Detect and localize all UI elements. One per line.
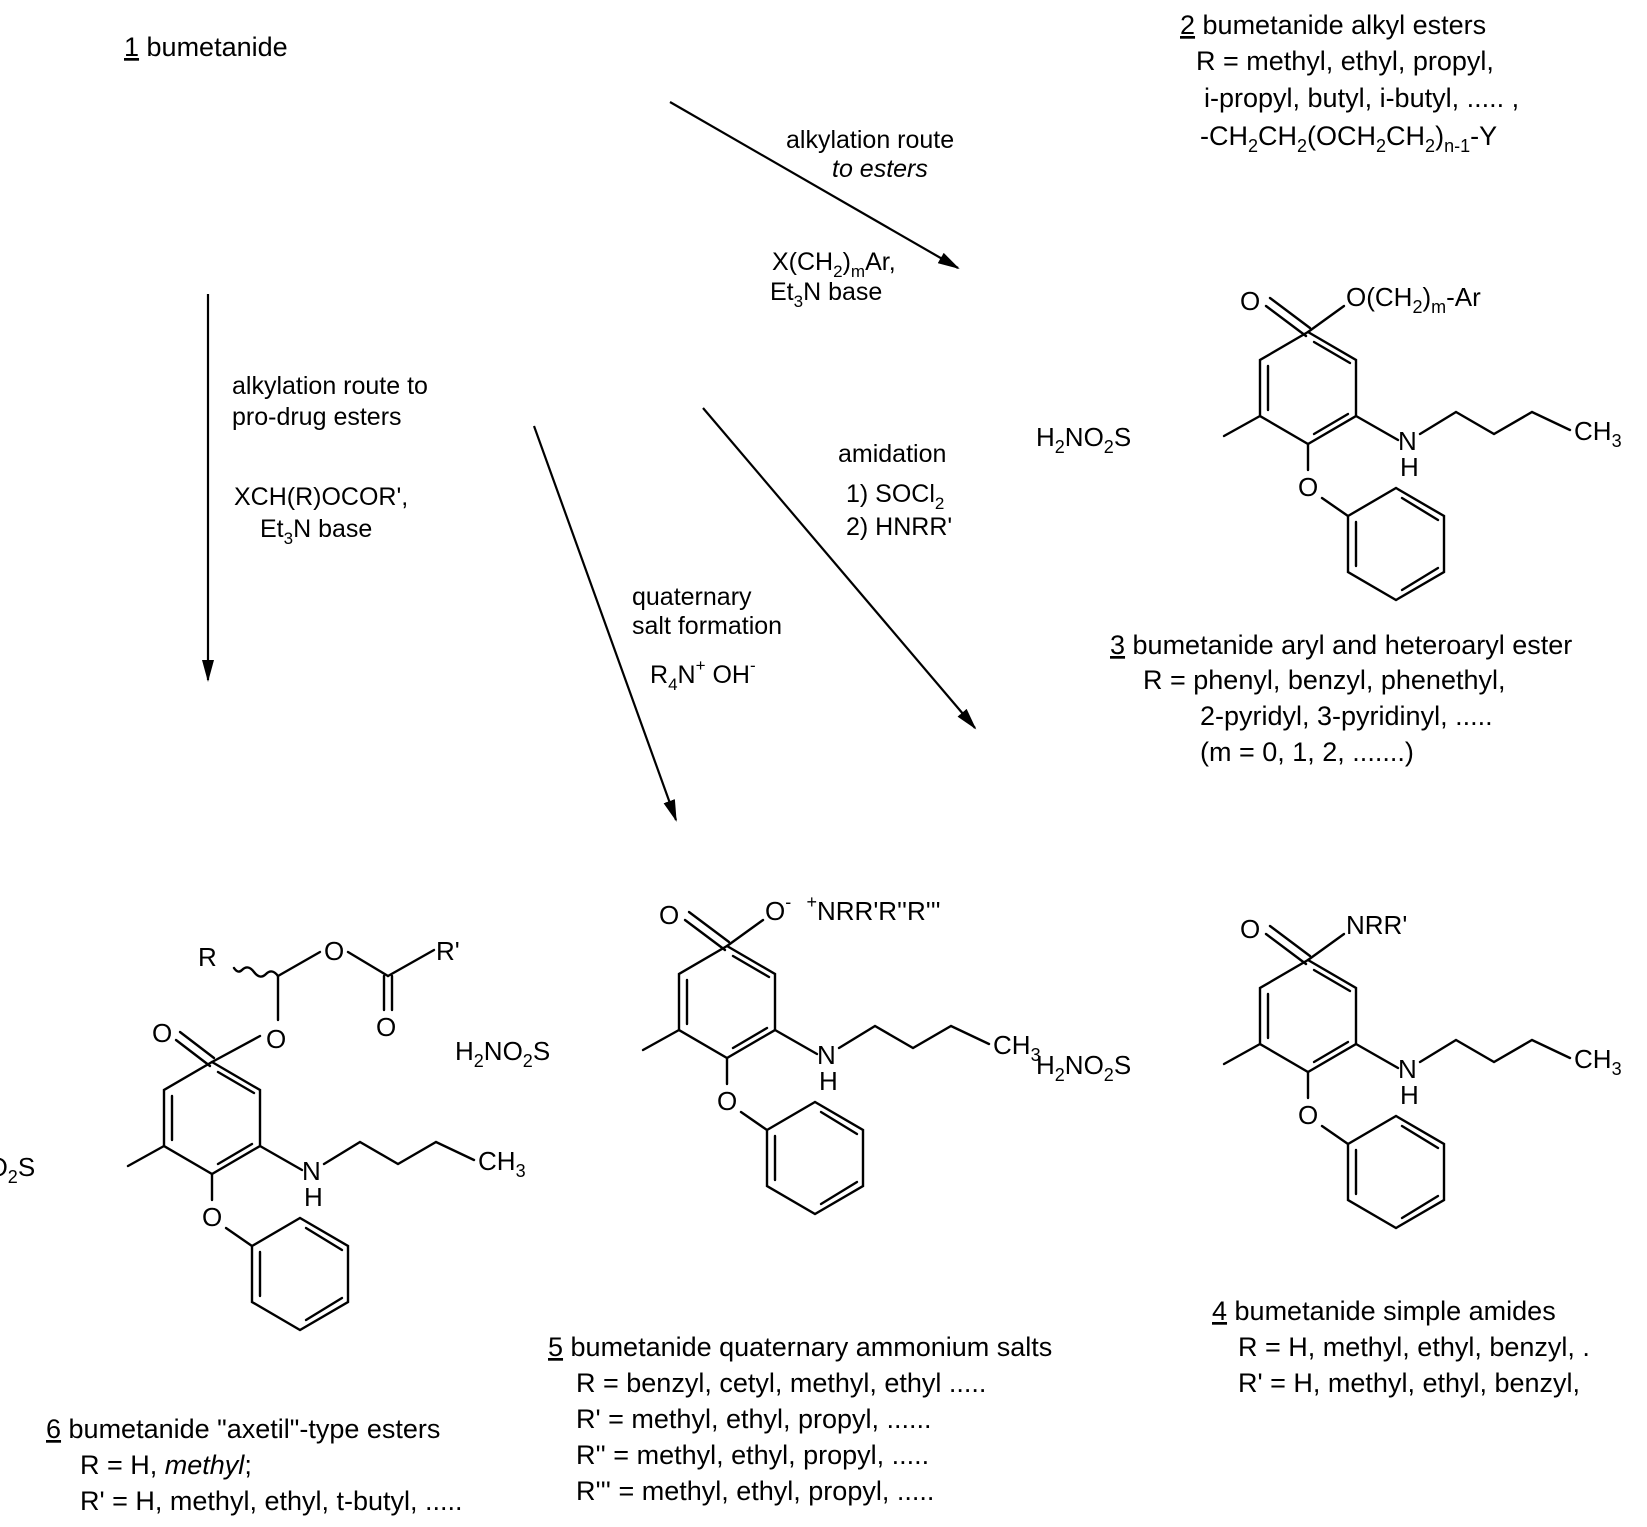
svg-text:Et3N base: Et3N base [770,278,882,311]
svg-text:4 bumetanide simple amides: 4 bumetanide simple amides [1212,1296,1556,1326]
svg-text:2-pyridyl, 3-pyridinyl, .....: 2-pyridyl, 3-pyridinyl, ..... [1200,701,1493,731]
compound-2-label: 2 bumetanide alkyl esters R = methyl, et… [1180,10,1519,156]
ester-group-3: O O(CH2)m-Ar [1240,282,1481,336]
svg-text:1) SOCl2: 1) SOCl2 [846,480,944,513]
axetil-group-6: O O R O O R' [152,936,460,1066]
svg-text:O: O [1240,914,1260,944]
svg-text:3 bumetanide aryl and heteroar: 3 bumetanide aryl and heteroaryl ester [1110,630,1572,660]
svg-text:salt formation: salt formation [632,612,782,640]
svg-text:R4N+ OH-: R4N+ OH- [650,656,756,694]
molecule-compound-3: O O(CH2)m-Ar [1036,282,1622,600]
svg-text:-CH2CH2(OCH2CH2)n-1-Y: -CH2CH2(OCH2CH2)n-1-Y [1200,121,1497,156]
quaternary-salt-conditions: quaternary salt formation R4N+ OH- [632,583,782,694]
svg-text:R = H, methyl, ethyl, benzyl,: R = H, methyl, ethyl, benzyl, . [1238,1332,1590,1362]
svg-text:R = methyl, ethyl, propyl,: R = methyl, ethyl, propyl, [1196,46,1494,76]
svg-text:R' = H, methyl, ethyl, benzyl,: R' = H, methyl, ethyl, benzyl, [1238,1368,1580,1398]
svg-text:R' = H, methyl, ethyl, t-butyl: R' = H, methyl, ethyl, t-butyl, ..... [80,1486,463,1516]
svg-text:O: O [1240,286,1260,316]
svg-text:6 bumetanide "axetil"-type est: 6 bumetanide "axetil"-type esters [46,1414,440,1444]
svg-text:alkylation route to: alkylation route to [232,372,428,400]
svg-text:O(CH2)m-Ar: O(CH2)m-Ar [1346,282,1481,317]
svg-text:R' = methyl, ethyl, propyl, ..: R' = methyl, ethyl, propyl, ...... [576,1404,932,1434]
molecule-compound-6: O O R O O R' [0,936,526,1330]
svg-text:R': R' [436,936,460,966]
svg-text:5 bumetanide quaternary ammoni: 5 bumetanide quaternary ammonium salts [548,1332,1052,1362]
molecule-compound-5: O O- +NRR'R''R''' [455,892,1041,1214]
svg-text:Et3N base: Et3N base [260,515,372,548]
svg-text:(m = 0, 1, 2, .......): (m = 0, 1, 2, .......) [1200,737,1414,767]
svg-text:NRR': NRR' [1346,910,1407,940]
svg-text:to esters: to esters [832,155,928,183]
svg-text:1 bumetanide: 1 bumetanide [124,32,288,62]
compound-6-label: 6 bumetanide "axetil"-type esters R = H,… [46,1414,463,1516]
svg-text:R: R [198,942,217,972]
svg-text:amidation: amidation [838,440,946,468]
compound-5-label: 5 bumetanide quaternary ammonium salts R… [548,1332,1052,1506]
svg-text:R'' = methyl, ethyl, propyl, .: R'' = methyl, ethyl, propyl, ..... [576,1440,929,1470]
svg-text:R = H, methyl;: R = H, methyl; [80,1450,252,1480]
compound-1-label: 1 bumetanide [124,32,288,62]
svg-text:XCH(R)OCOR',: XCH(R)OCOR', [234,483,408,511]
svg-text:quaternary: quaternary [632,583,752,611]
svg-text:alkylation route: alkylation route [786,126,954,154]
amide-group-4: O NRR' [1240,910,1407,964]
svg-text:O- +NRR'R''R''': O- +NRR'R''R''' [765,892,941,926]
compound-4-label: 4 bumetanide simple amides R = H, methyl… [1212,1296,1590,1398]
svg-text:O: O [152,1018,172,1048]
prodrug-route-conditions: alkylation route to pro-drug esters XCH(… [232,372,428,548]
svg-text:O: O [659,900,679,930]
svg-text:i-propyl, butyl, i-butyl, ....: i-propyl, butyl, i-butyl, ..... , [1204,83,1519,113]
svg-text:R = phenyl, benzyl, phenethyl,: R = phenyl, benzyl, phenethyl, [1143,665,1505,695]
svg-text:R''' = methyl, ethyl, propyl,: R''' = methyl, ethyl, propyl, ..... [576,1476,934,1506]
carboxylate-group-5: O O- +NRR'R''R''' [659,892,941,950]
svg-text:O: O [324,936,344,966]
svg-text:2 bumetanide alkyl esters: 2 bumetanide alkyl esters [1180,10,1486,40]
amidation-conditions: amidation 1) SOCl2 2) HNRR' [838,440,952,541]
svg-text:pro-drug esters: pro-drug esters [232,403,402,431]
molecule-compound-4: O NRR' [1036,910,1622,1228]
compound-3-label: 3 bumetanide aryl and heteroaryl ester R… [1110,630,1572,767]
ester-route-conditions: alkylation route to esters X(CH2)mAr, Et… [770,126,954,311]
svg-text:2) HNRR': 2) HNRR' [846,513,952,541]
svg-text:O: O [266,1024,286,1054]
svg-text:X(CH2)mAr,: X(CH2)mAr, [772,248,896,281]
svg-text:R = benzyl, cetyl, methyl, eth: R = benzyl, cetyl, methyl, ethyl ..... [576,1368,986,1398]
svg-text:O: O [376,1012,396,1042]
